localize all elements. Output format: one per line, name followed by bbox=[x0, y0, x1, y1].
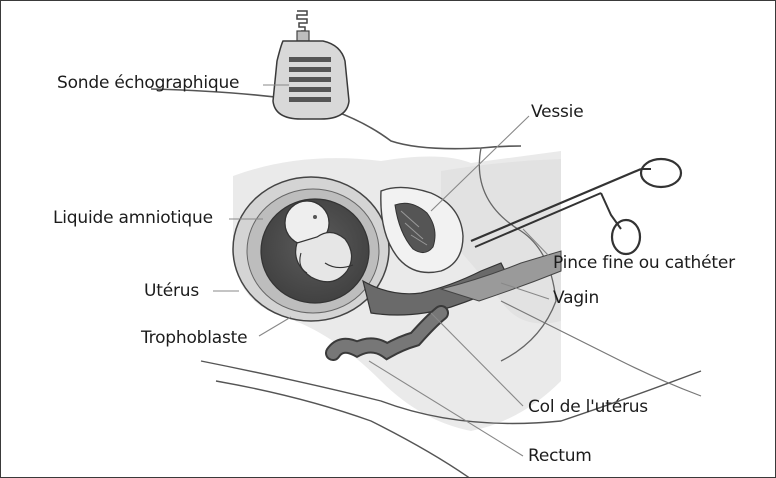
abdominal-wall bbox=[150, 88, 522, 150]
label-forceps: Pince fine ou cathéter bbox=[553, 253, 735, 273]
rectum bbox=[325, 305, 449, 361]
label-vagina: Vagin bbox=[553, 288, 600, 308]
label-cervix: Col de l'utérus bbox=[528, 397, 648, 417]
lower-curve-1 bbox=[200, 360, 702, 425]
fetus bbox=[284, 200, 354, 283]
lower-curve-3 bbox=[500, 300, 702, 397]
body-outline-right bbox=[478, 147, 557, 362]
label-amniotic-fluid: Liquide amniotique bbox=[53, 208, 213, 228]
bladder bbox=[380, 186, 464, 274]
ultrasound-probe bbox=[272, 10, 350, 120]
leader-lines bbox=[213, 84, 550, 457]
label-bladder: Vessie bbox=[531, 102, 584, 122]
forceps bbox=[470, 157, 683, 256]
label-uterus: Utérus bbox=[144, 281, 199, 301]
label-probe: Sonde échographique bbox=[57, 73, 240, 93]
vaginal-canal bbox=[439, 250, 562, 302]
label-rectum: Rectum bbox=[528, 446, 592, 466]
label-trophoblast: Trophoblaste bbox=[141, 328, 248, 348]
lower-curve-2 bbox=[215, 380, 470, 477]
